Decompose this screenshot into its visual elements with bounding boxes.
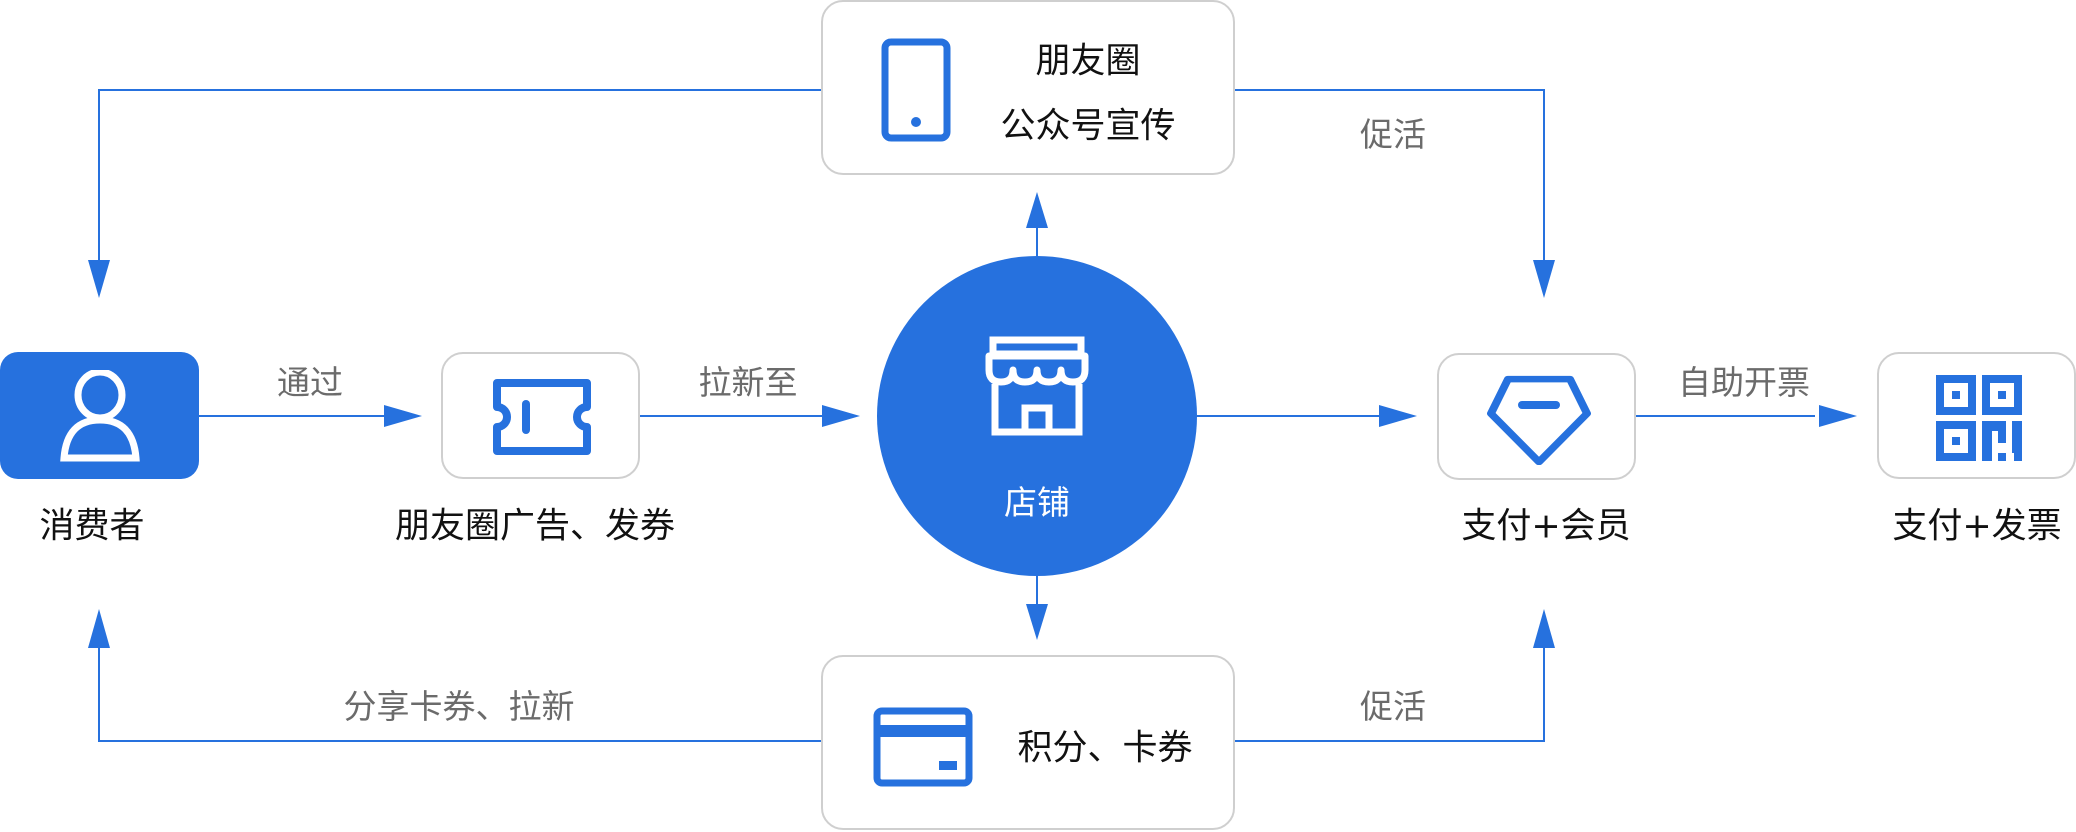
consumer-label: 消费者	[39, 506, 145, 547]
invoice-label: 支付+发票	[1892, 506, 2062, 547]
member-label: 支付+会员	[1461, 506, 1631, 547]
arrowhead	[1819, 405, 1857, 427]
edge-label-share: 分享卡券、拉新	[343, 687, 575, 726]
card-icon	[873, 707, 973, 787]
arrowhead	[822, 405, 860, 427]
consumer-node[interactable]	[0, 352, 199, 479]
invoice-node[interactable]	[1877, 352, 2076, 479]
edge-promo-consumer	[98, 89, 821, 260]
edge-label-attract: 拉新至	[698, 363, 798, 402]
ads-label: 朋友圈广告、发券	[394, 506, 676, 547]
arrowhead	[384, 405, 422, 427]
edge-label-activate-top: 促活	[1360, 115, 1426, 154]
arrowhead	[1026, 604, 1048, 640]
promo-node[interactable]: 朋友圈 公众号宣传	[821, 0, 1235, 175]
edge-label-activate-bottom: 促活	[1360, 687, 1426, 726]
member-node[interactable]	[1437, 353, 1636, 480]
edge-label-via: 通过	[277, 363, 343, 402]
arrowhead	[1533, 609, 1555, 648]
points-node[interactable]: 积分、卡券	[821, 655, 1235, 830]
promo-line1: 朋友圈	[1035, 41, 1141, 82]
store-node[interactable]: 店铺	[877, 256, 1197, 576]
arrowhead	[1026, 192, 1048, 228]
edge-label-self-invoice: 自助开票	[1678, 363, 1810, 402]
arrowhead	[88, 260, 110, 298]
edge-points-consumer	[98, 648, 821, 742]
store-label: 店铺	[1004, 483, 1070, 522]
arrowhead	[88, 609, 110, 648]
ticket-icon	[493, 379, 591, 455]
phone-icon	[881, 38, 951, 142]
arrowhead	[1379, 405, 1417, 427]
arrowhead	[1533, 260, 1555, 298]
edge-points-member	[1235, 648, 1545, 742]
promo-line2: 公众号宣传	[1000, 106, 1176, 147]
ads-node[interactable]	[441, 352, 640, 479]
diamond-icon	[1487, 375, 1591, 465]
qrcode-icon	[1936, 375, 2022, 461]
user-icon	[60, 370, 140, 462]
edge-promo-member	[1235, 89, 1545, 260]
points-label: 积分、卡券	[1017, 728, 1193, 769]
store-icon	[985, 336, 1089, 436]
